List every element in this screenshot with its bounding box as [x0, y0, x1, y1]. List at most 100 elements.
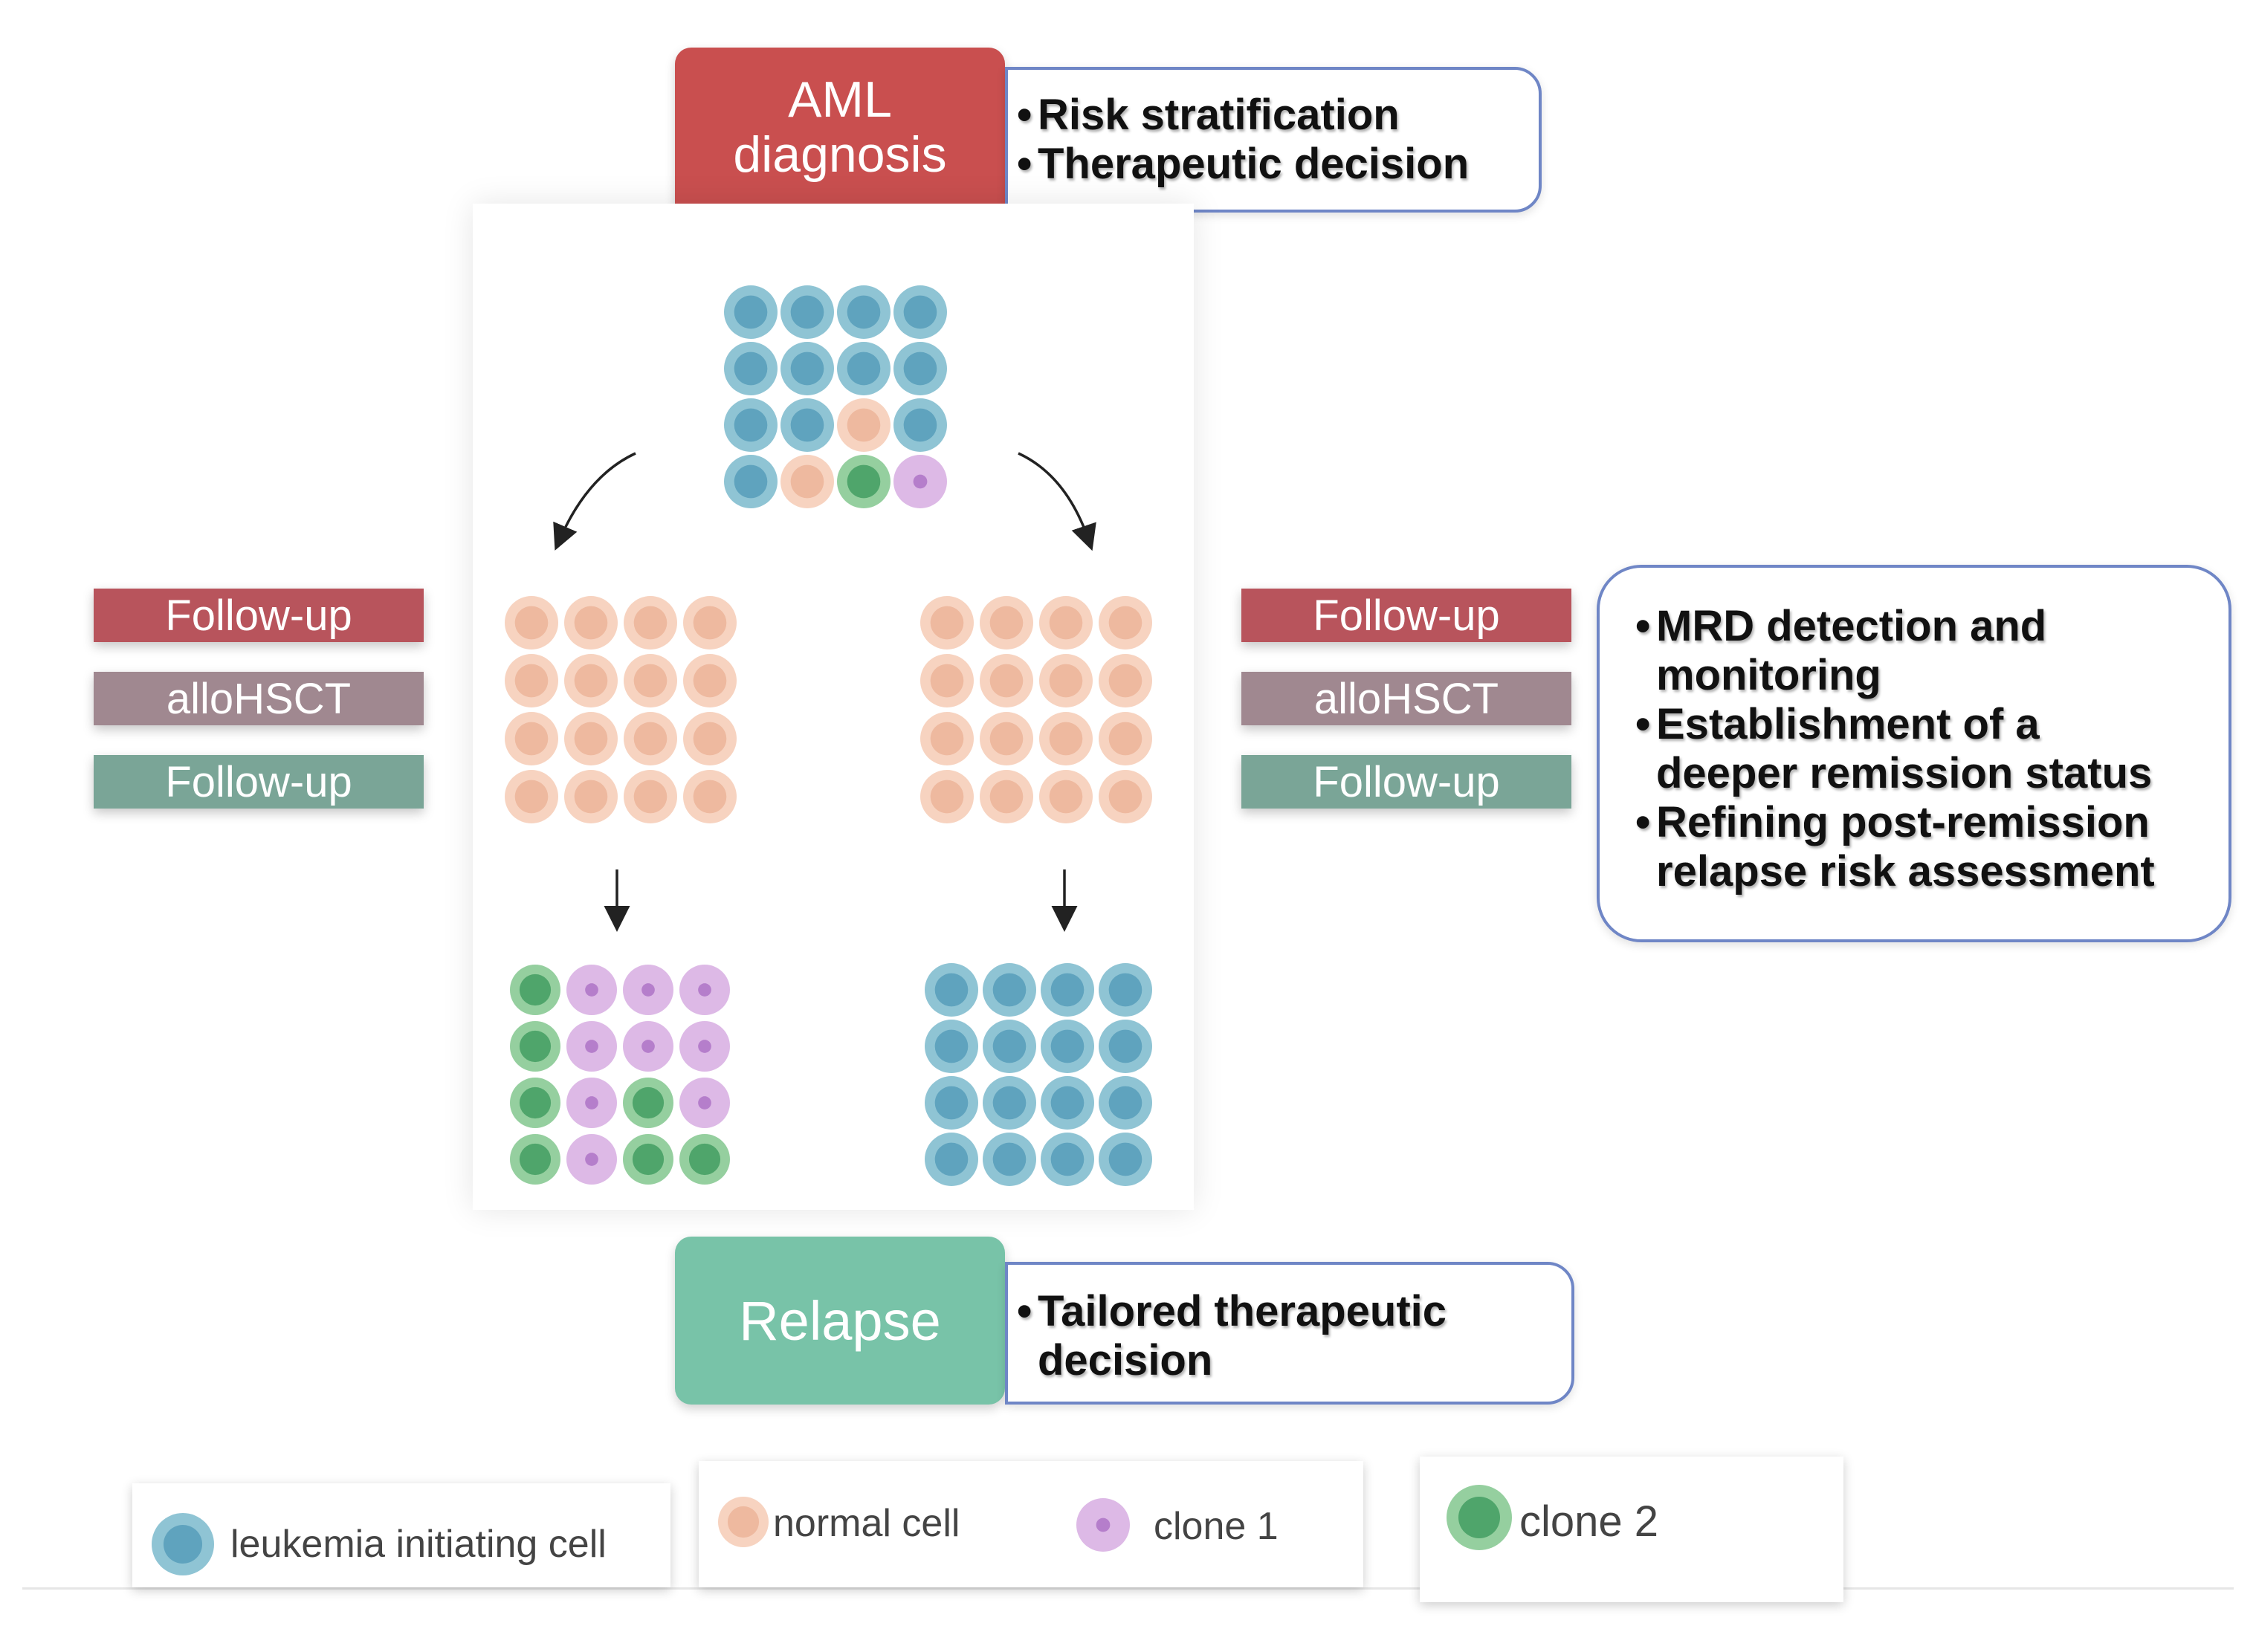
normal-cell — [624, 596, 677, 650]
leukemia-cell — [925, 1133, 978, 1186]
normal-cell — [683, 712, 737, 765]
mrd-note-3-line2: relapse risk assessment — [1656, 847, 2155, 895]
leukemia-cell — [1099, 1133, 1152, 1186]
clone1-cell — [1076, 1498, 1130, 1552]
left-followup-label: Follow-up — [165, 591, 352, 640]
clone1-cell — [566, 965, 617, 1015]
legend-label-normal: normal cell — [773, 1502, 960, 1545]
aml-diagnosis-line2: diagnosis — [733, 126, 947, 183]
leukemia-cell — [1041, 1020, 1094, 1073]
left-allohsct-label: alloHSCT — [166, 674, 352, 723]
relapse-left-cell-grid — [510, 965, 730, 1185]
normal-cell — [920, 770, 974, 823]
leukemia-cell — [1099, 1020, 1152, 1073]
legend-card-leukemia — [132, 1483, 670, 1587]
normal-cell — [920, 712, 974, 765]
right-followup-after-tag: Follow-up — [1241, 755, 1571, 809]
normal-cell — [505, 712, 558, 765]
left-followup-tag: Follow-up — [94, 589, 424, 642]
leukemia-cell — [925, 963, 978, 1017]
leukemia-cell — [1041, 1076, 1094, 1130]
normal-cell — [1039, 654, 1093, 707]
clone1-cell — [679, 965, 730, 1015]
leukemia-cell — [724, 455, 778, 508]
clone2-cell — [510, 1021, 560, 1072]
clone1-cell — [623, 1021, 673, 1072]
normal-cell — [624, 770, 677, 823]
normal-cell — [1099, 770, 1152, 823]
clone1-cell — [566, 1021, 617, 1072]
legend-swatch-clone2 — [1447, 1485, 1512, 1550]
clone1-cell — [623, 965, 673, 1015]
leukemia-cell — [983, 1133, 1036, 1186]
leukemia-cell — [1099, 1076, 1152, 1130]
mrd-note-1-line2: monitoring — [1656, 651, 1881, 699]
left-followup-after-tag: Follow-up — [94, 755, 424, 809]
aml-diagnosis-box: AML diagnosis — [675, 48, 1005, 207]
leukemia-cell — [983, 1020, 1036, 1073]
normal-cell — [683, 654, 737, 707]
normal-cell — [920, 654, 974, 707]
normal-cell — [980, 770, 1033, 823]
relapse-box: Relapse — [675, 1237, 1005, 1405]
right-followup-label: Follow-up — [1313, 591, 1500, 640]
clone2-cell — [837, 455, 891, 508]
clone1-cell — [679, 1021, 730, 1072]
normal-cell — [624, 654, 677, 707]
right-allohsct-tag: alloHSCT — [1241, 672, 1571, 725]
clone2-cell — [679, 1134, 730, 1185]
relapse-notes-box: •Tailored therapeutic decision — [1005, 1262, 1574, 1405]
normal-cell — [564, 596, 618, 650]
aml-diagnosis-line1: AML — [788, 71, 892, 128]
right-allohsct-label: alloHSCT — [1313, 674, 1499, 723]
mrd-notes-box: •MRD detection and monitoring •Establish… — [1597, 565, 2231, 942]
clone1-cell — [893, 455, 947, 508]
clone2-cell — [510, 1134, 560, 1185]
clone1-cell — [566, 1078, 617, 1128]
relapse-title: Relapse — [739, 1289, 941, 1352]
diagnosis-note-risk: Risk stratification — [1038, 91, 1400, 139]
relapse-note-line2: decision — [1038, 1336, 1213, 1384]
clone2-cell — [510, 1078, 560, 1128]
leukemia-cell — [1041, 1133, 1094, 1186]
normal-cell — [564, 770, 618, 823]
leukemia-cell — [780, 398, 834, 452]
branch-arrow-left — [553, 452, 636, 551]
diagnosis-notes-box: •Risk stratification •Therapeutic decisi… — [1005, 67, 1542, 213]
diagnosis-cell-grid — [724, 285, 947, 508]
legend-card-normal-clone1 — [699, 1461, 1363, 1587]
leukemia-cell — [893, 398, 947, 452]
normal-cell — [505, 596, 558, 650]
relapse-right-cell-grid — [925, 963, 1152, 1186]
legend-label-clone1: clone 1 — [1154, 1505, 1279, 1548]
leukemia-cell — [724, 342, 778, 395]
clone2-cell — [623, 1078, 673, 1128]
normal-cell — [920, 596, 974, 650]
legend-swatch-normal — [718, 1497, 769, 1547]
leukemia-cell — [1099, 963, 1152, 1017]
mrd-note-3-line1: Refining post-remission — [1656, 798, 2150, 846]
remission-right-cell-grid — [920, 596, 1152, 823]
normal-cell — [1099, 712, 1152, 765]
leukemia-cell — [893, 285, 947, 339]
legend-baseline — [22, 1587, 2234, 1590]
leukemia-cell — [893, 342, 947, 395]
right-followup-tag: Follow-up — [1241, 589, 1571, 642]
leukemia-cell — [780, 342, 834, 395]
normal-cell — [980, 712, 1033, 765]
normal-cell — [1099, 596, 1152, 650]
leukemia-cell — [837, 342, 891, 395]
mrd-note-2-line1: Establishment of a — [1656, 700, 2040, 748]
normal-cell — [980, 596, 1033, 650]
clone2-cell — [510, 965, 560, 1015]
normal-cell — [718, 1497, 769, 1547]
normal-cell — [505, 770, 558, 823]
mrd-note-1-line1: MRD detection and — [1656, 602, 2047, 650]
legend-label-leukemia: leukemia initiating cell — [230, 1523, 607, 1566]
leukemia-cell — [925, 1076, 978, 1130]
normal-cell — [624, 712, 677, 765]
clone2-cell — [1447, 1485, 1512, 1550]
left-allohsct-tag: alloHSCT — [94, 672, 424, 725]
